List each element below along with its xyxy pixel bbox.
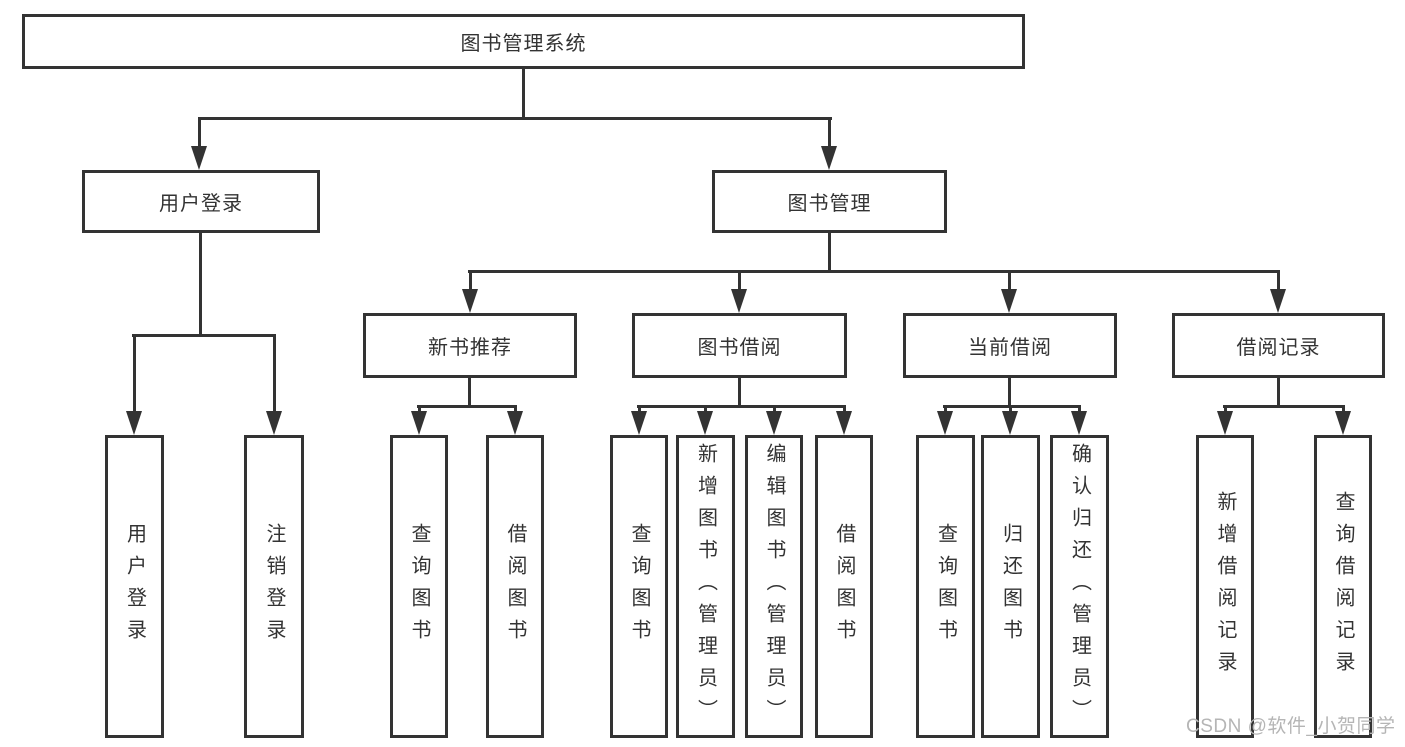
node-borrowing-records: 借阅记录 bbox=[1172, 313, 1385, 378]
node-book-borrowing: 图书借阅 bbox=[632, 313, 847, 378]
leaf-user-login: 用户登录 bbox=[105, 435, 164, 738]
connector-line bbox=[198, 117, 832, 120]
connector-line bbox=[522, 69, 525, 120]
leaf-query-books-borrowing: 查询图书 bbox=[610, 435, 668, 738]
connector-line bbox=[468, 377, 471, 408]
arrowhead bbox=[266, 411, 282, 435]
connector-line bbox=[1008, 377, 1011, 408]
node-root-label: 图书管理系统 bbox=[460, 33, 587, 55]
leaf-edit-books-admin-label: 编辑图书（管理员） bbox=[763, 442, 785, 731]
leaf-add-books-admin: 新增图书（管理员） bbox=[676, 435, 735, 738]
arrowhead bbox=[937, 411, 953, 435]
arrowhead bbox=[1001, 289, 1017, 313]
connector-line bbox=[133, 334, 136, 416]
leaf-return-books: 归还图书 bbox=[981, 435, 1040, 738]
leaf-add-borrow-record: 新增借阅记录 bbox=[1196, 435, 1254, 738]
leaf-add-borrow-record-label: 新增借阅记录 bbox=[1214, 490, 1236, 683]
node-book-management-label: 图书管理 bbox=[787, 193, 872, 215]
connector-line bbox=[1277, 270, 1280, 294]
leaf-query-borrow-record: 查询借阅记录 bbox=[1314, 435, 1372, 738]
arrowhead bbox=[1217, 411, 1233, 435]
arrowhead bbox=[1002, 411, 1018, 435]
csdn-watermark: CSDN @软件_小贺同学 bbox=[1186, 716, 1396, 737]
connector-line bbox=[132, 334, 276, 337]
leaf-confirm-return-admin: 确认归还（管理员） bbox=[1050, 435, 1109, 738]
leaf-query-books-borrowing-label: 查询图书 bbox=[628, 522, 650, 651]
leaf-query-borrow-record-label: 查询借阅记录 bbox=[1332, 490, 1354, 683]
node-book-borrowing-label: 图书借阅 bbox=[697, 337, 782, 359]
connector-line bbox=[417, 405, 517, 408]
arrowhead bbox=[462, 289, 478, 313]
node-current-borrowing: 当前借阅 bbox=[903, 313, 1117, 378]
leaf-query-books-recommend-label: 查询图书 bbox=[408, 522, 430, 651]
node-book-management: 图书管理 bbox=[712, 170, 947, 233]
leaf-query-books-current-label: 查询图书 bbox=[934, 522, 957, 651]
arrowhead bbox=[766, 411, 782, 435]
arrowhead bbox=[191, 146, 207, 170]
leaf-borrow-books-label: 借阅图书 bbox=[833, 522, 855, 651]
arrowhead bbox=[411, 411, 427, 435]
arrowhead bbox=[836, 411, 852, 435]
node-new-book-recommendation: 新书推荐 bbox=[363, 313, 577, 378]
connector-line bbox=[828, 117, 831, 153]
leaf-return-books-label: 归还图书 bbox=[999, 522, 1022, 651]
arrowhead bbox=[1270, 289, 1286, 313]
arrowhead bbox=[507, 411, 523, 435]
connector-line bbox=[738, 270, 741, 294]
node-borrowing-records-label: 借阅记录 bbox=[1236, 337, 1321, 359]
leaf-confirm-return-admin-label: 确认归还（管理员） bbox=[1068, 442, 1091, 731]
connector-line bbox=[469, 270, 472, 294]
leaf-borrow-books-recommend-label: 借阅图书 bbox=[504, 522, 526, 651]
node-new-book-recommendation-label: 新书推荐 bbox=[428, 337, 512, 359]
arrowhead bbox=[126, 411, 142, 435]
leaf-borrow-books-recommend: 借阅图书 bbox=[486, 435, 544, 738]
node-current-borrowing-label: 当前借阅 bbox=[968, 337, 1052, 359]
connector-line bbox=[738, 377, 741, 408]
connector-line bbox=[273, 334, 276, 416]
node-root: 图书管理系统 bbox=[22, 14, 1025, 69]
connector-line bbox=[468, 270, 1280, 273]
connector-line bbox=[1277, 377, 1280, 408]
leaf-user-login-label: 用户登录 bbox=[123, 522, 146, 651]
leaf-logout-label: 注销登录 bbox=[263, 522, 285, 651]
leaf-add-books-admin-label: 新增图书（管理员） bbox=[694, 442, 717, 731]
arrowhead bbox=[821, 146, 837, 170]
connector-line bbox=[828, 233, 831, 273]
arrowhead bbox=[731, 289, 747, 313]
leaf-edit-books-admin: 编辑图书（管理员） bbox=[745, 435, 803, 738]
node-user-login: 用户登录 bbox=[82, 170, 320, 233]
arrowhead bbox=[1071, 411, 1087, 435]
leaf-borrow-books: 借阅图书 bbox=[815, 435, 873, 738]
leaf-query-books-recommend: 查询图书 bbox=[390, 435, 448, 738]
arrowhead bbox=[631, 411, 647, 435]
connector-line bbox=[198, 117, 201, 153]
arrowhead bbox=[1335, 411, 1351, 435]
leaf-query-books-current: 查询图书 bbox=[916, 435, 975, 738]
leaf-logout: 注销登录 bbox=[244, 435, 304, 738]
arrowhead bbox=[697, 411, 713, 435]
connector-line bbox=[1223, 405, 1345, 408]
node-user-login-label: 用户登录 bbox=[159, 193, 243, 215]
connector-line bbox=[637, 405, 846, 408]
connector-line bbox=[199, 233, 202, 337]
connector-line bbox=[943, 405, 1081, 408]
connector-line bbox=[1008, 270, 1011, 294]
